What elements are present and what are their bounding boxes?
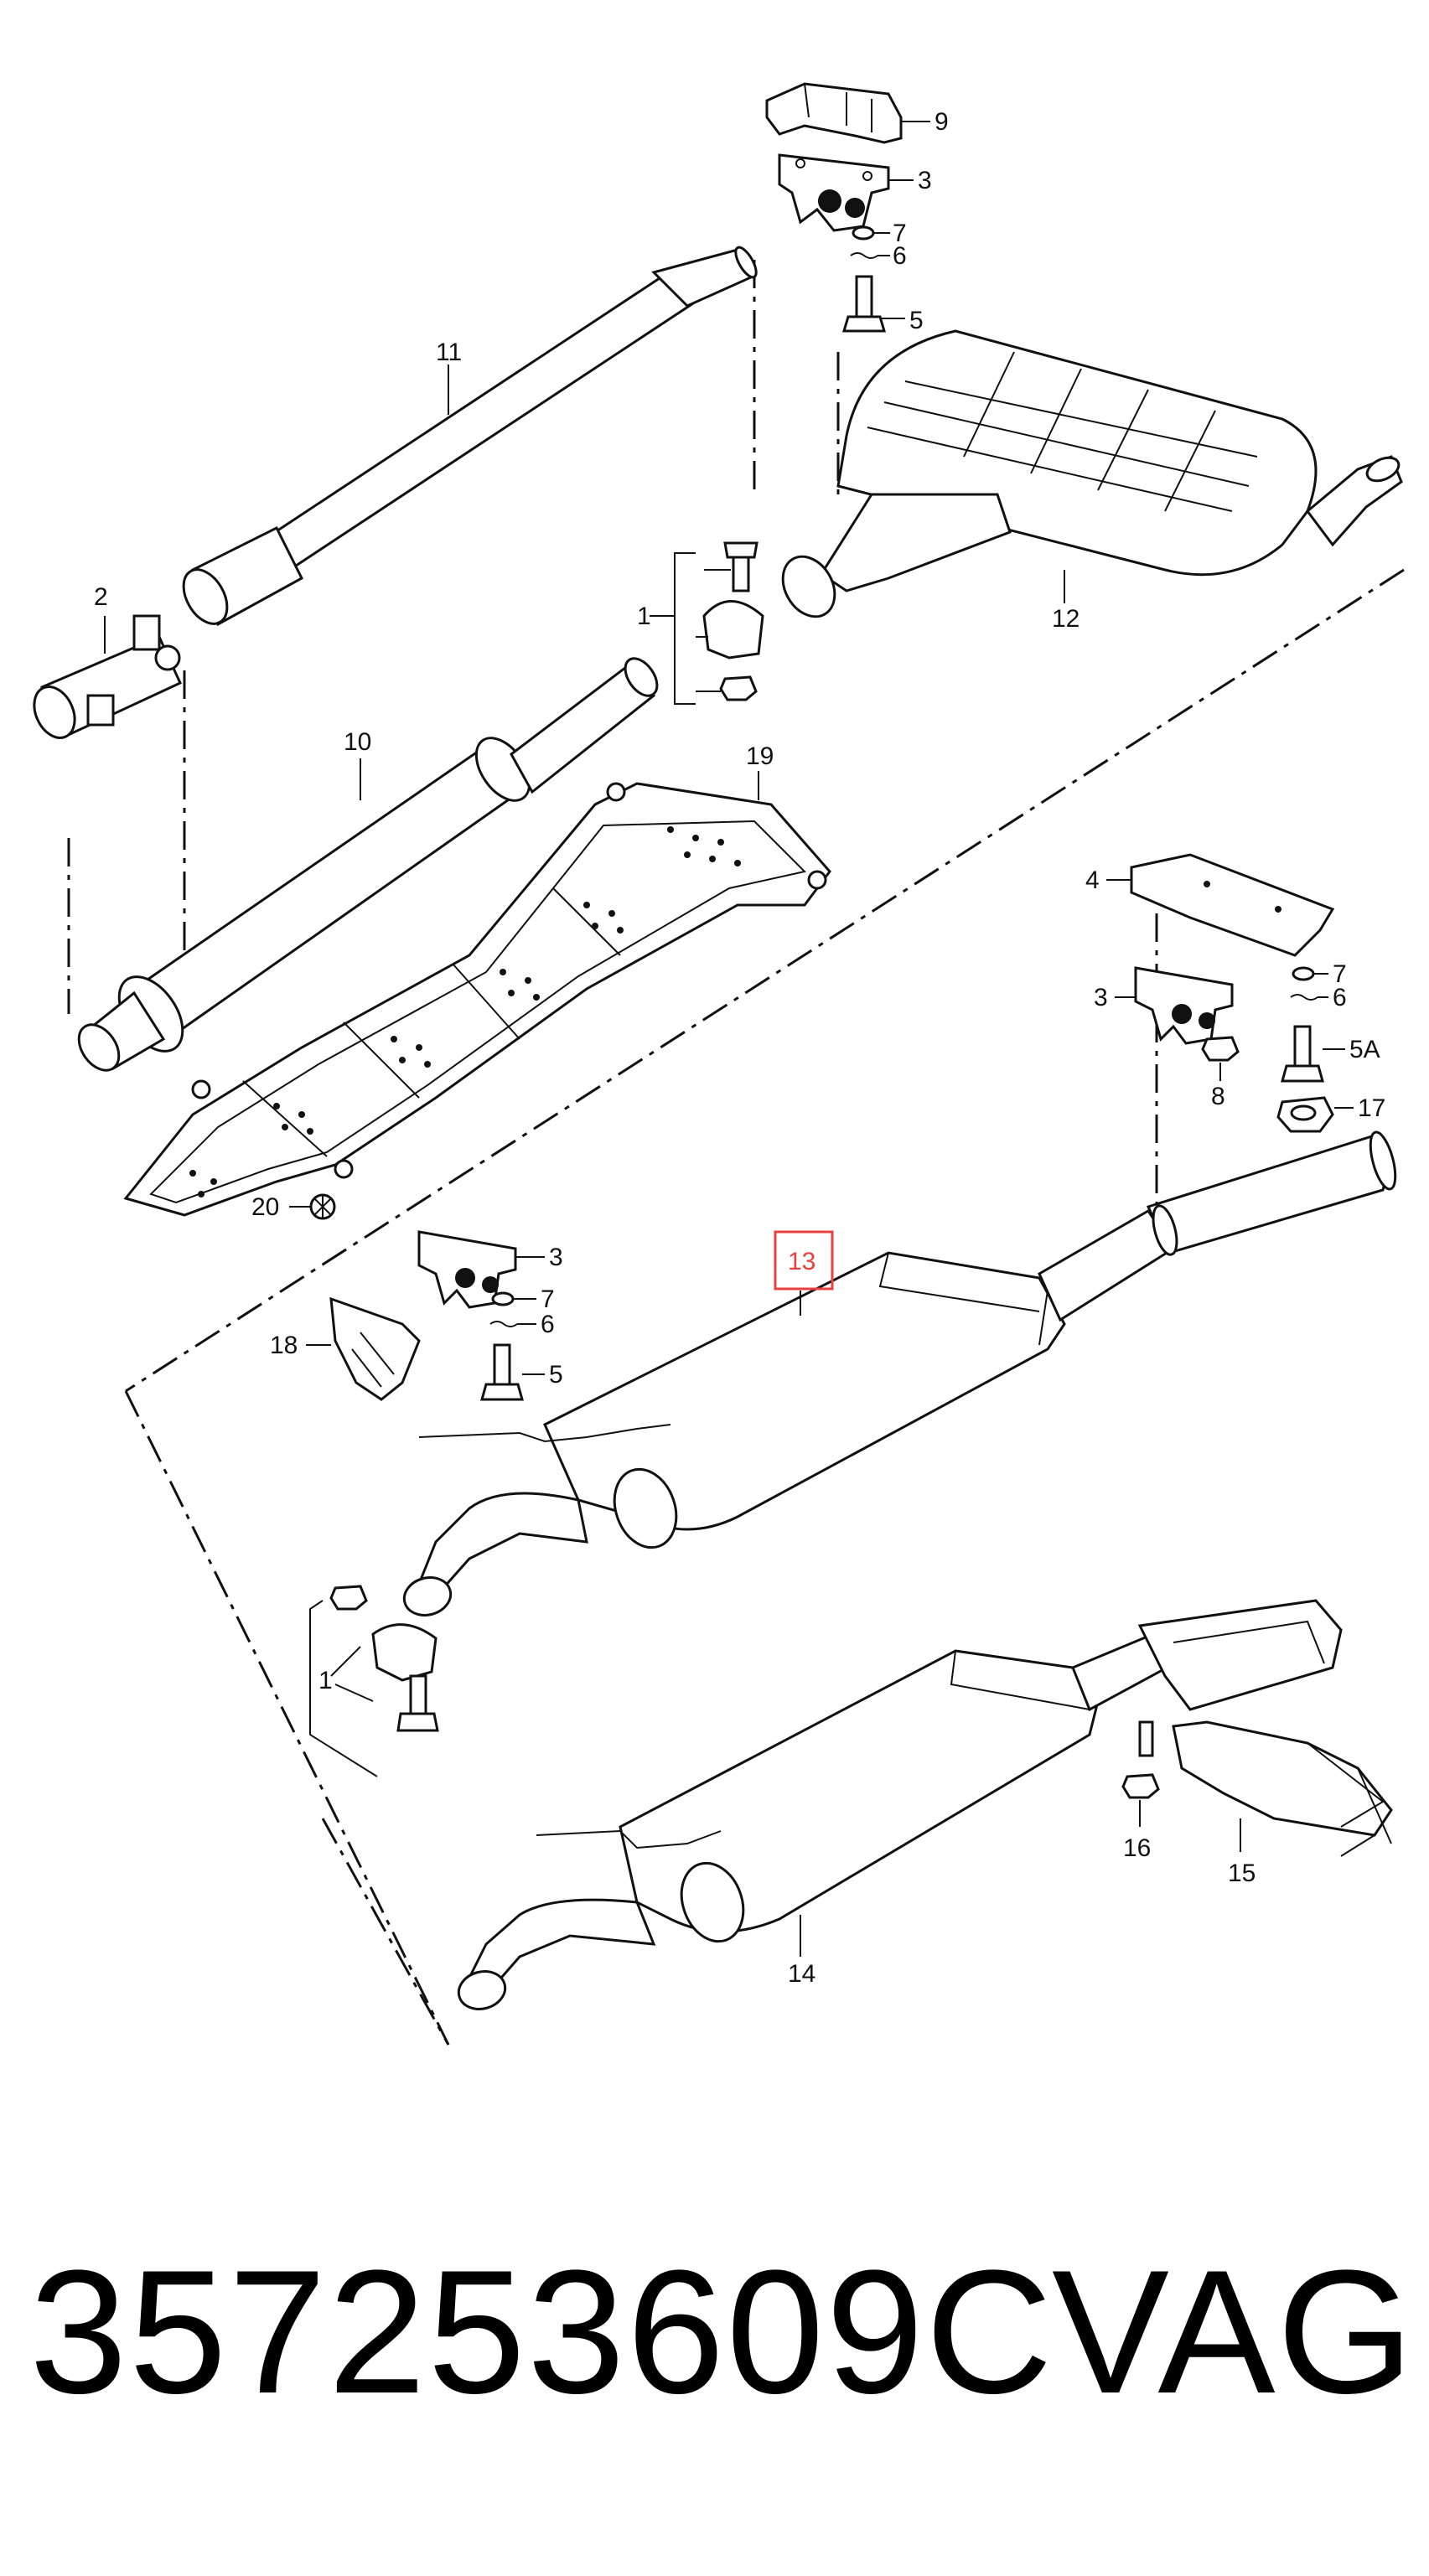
clamp-1-top — [650, 541, 764, 705]
callout-13: 13 — [788, 1248, 815, 1275]
callout-5A: 5A — [1349, 1036, 1380, 1063]
rear-muffler-12 — [781, 329, 1403, 618]
rubber-mount-3-top — [778, 153, 914, 232]
pipe-11 — [182, 246, 758, 627]
callout-2: 2 — [94, 583, 108, 611]
fastener-set-top — [841, 225, 905, 333]
callout-7: 7 — [1333, 960, 1347, 988]
callout-15: 15 — [1228, 1860, 1256, 1887]
callout-20: 20 — [251, 1193, 279, 1221]
clamp-2 — [33, 614, 182, 740]
tailpipe-bracket-15 — [1172, 1720, 1393, 1857]
bracket-4 — [1106, 853, 1335, 957]
callout-7: 7 — [541, 1285, 555, 1313]
callout-8: 8 — [1211, 1083, 1225, 1110]
muffler-13 — [402, 1130, 1397, 1616]
heat-shield-19 — [123, 771, 831, 1217]
footer: 357253609C VAG — [29, 2233, 1416, 2430]
callout-1: 1 — [637, 603, 651, 630]
callout-3: 3 — [549, 1244, 563, 1271]
fastener-set-right — [1201, 966, 1354, 1133]
clip-20 — [289, 1193, 336, 1220]
callout-1: 1 — [318, 1667, 333, 1694]
callout-6: 6 — [893, 242, 907, 270]
callout-5: 5 — [549, 1361, 563, 1389]
hanger-bracket-9 — [765, 82, 930, 144]
middle-muffler-10 — [77, 657, 659, 1072]
callout-labels: 9 3 7 6 5 11 2 1 12 10 19 4 7 6 3 5A 8 1… — [94, 108, 1385, 1988]
rear-muffler-14 — [457, 1599, 1343, 2010]
nut-16 — [1121, 1720, 1160, 1827]
rubber-mount-3-right — [1115, 966, 1234, 1045]
bracket-18 — [306, 1296, 421, 1401]
callout-3: 3 — [1094, 984, 1108, 1011]
callout-14: 14 — [788, 1960, 815, 1988]
callout-3: 3 — [918, 167, 932, 194]
clamp-1-lower — [309, 1585, 439, 1777]
part-number: 357253609C — [29, 2233, 1054, 2430]
fastener-set-mid — [480, 1291, 545, 1401]
callout-10: 10 — [344, 728, 371, 756]
callout-5: 5 — [909, 307, 924, 334]
callout-17: 17 — [1358, 1094, 1385, 1122]
rubber-mount-3-mid — [417, 1230, 545, 1309]
brand-label: VAG — [1052, 2233, 1416, 2430]
callout-4: 4 — [1085, 866, 1100, 894]
callout-19: 19 — [746, 742, 774, 770]
callout-16: 16 — [1123, 1834, 1151, 1862]
callout-6: 6 — [1333, 984, 1347, 1011]
callout-12: 12 — [1052, 605, 1080, 633]
callout-11: 11 — [436, 339, 462, 366]
callout-6: 6 — [541, 1311, 555, 1338]
callout-9: 9 — [935, 108, 949, 136]
callout-18: 18 — [270, 1332, 298, 1359]
highlight-box-13 — [774, 1230, 834, 1291]
callout-7: 7 — [893, 220, 907, 247]
